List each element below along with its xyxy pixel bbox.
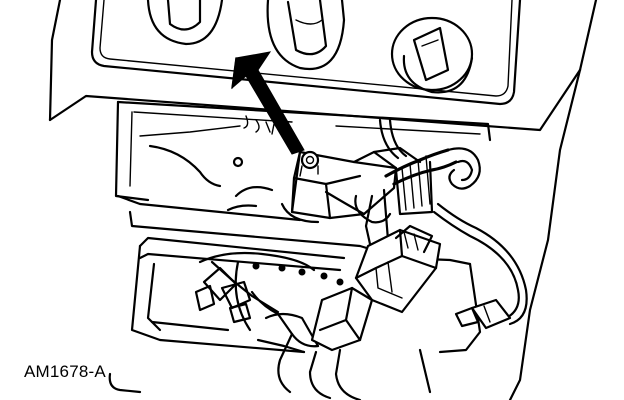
- harness-connector-main: [354, 224, 442, 314]
- console-frame: [108, 68, 582, 400]
- retaining-screw-icon: [299, 150, 320, 177]
- bold-arrow-icon: [231, 51, 305, 155]
- radio-opening: [114, 100, 492, 222]
- lower-connector: [277, 286, 374, 400]
- antenna-lead: [432, 202, 528, 330]
- lower-cavity: [194, 251, 344, 354]
- clip-marking: [243, 115, 275, 135]
- temperature-knob: [390, 16, 474, 94]
- wiring-harness: [364, 118, 481, 264]
- figure-id-label: AM1678-A: [24, 362, 106, 381]
- fan-speed-knob: [146, 0, 224, 46]
- function-knob: [266, 0, 346, 71]
